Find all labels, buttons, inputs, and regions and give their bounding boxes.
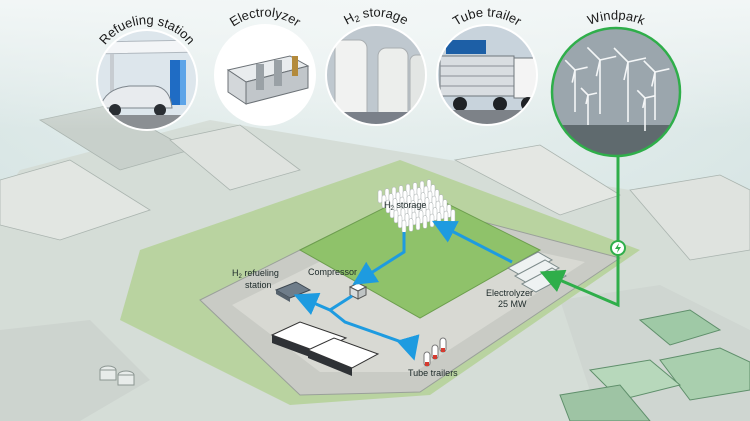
pad-buildings — [270, 321, 380, 376]
turbine-blade — [636, 89, 646, 99]
turbine-blade — [586, 46, 601, 61]
turbine-blade — [642, 97, 646, 109]
label-refueling-line2: station — [245, 280, 272, 290]
compressor-unit — [348, 282, 368, 300]
arrow-compressor-to-trailers — [329, 308, 420, 361]
photo-windpark — [550, 26, 682, 158]
turbine-blade — [587, 92, 598, 96]
turbine-blade — [613, 47, 629, 63]
title-windpark: Windpark — [585, 7, 647, 28]
grass-square — [298, 189, 542, 319]
label-electrolyzer-line1: Electrolyzer — [486, 288, 533, 298]
lightning-icon — [610, 240, 626, 256]
map-labels: H2 storage Compressor H2 refueling stati… — [232, 200, 533, 378]
turbine-blade — [564, 59, 576, 71]
label-tube-trailers: Tube trailers — [408, 368, 458, 378]
label-electrolyzer-line2: 25 MW — [498, 299, 527, 309]
turbine-blade — [599, 55, 617, 61]
turbine-blade — [654, 68, 670, 73]
turbine-blade — [571, 69, 576, 83]
photo-h2-storage — [325, 24, 427, 126]
tube-trailer-units — [423, 337, 447, 367]
turbine-blade — [580, 87, 589, 96]
turbine-blade — [627, 57, 647, 63]
label-refueling-line1: H2 refueling — [232, 268, 279, 280]
storage-tank — [408, 218, 414, 232]
storage-tank — [436, 212, 442, 226]
storage-tank — [397, 214, 403, 229]
storage-tank — [443, 210, 449, 225]
h2-flow-arrows — [293, 220, 513, 361]
turbine-blade — [644, 95, 656, 99]
turbine-blade — [595, 59, 601, 77]
storage-tank — [450, 209, 456, 223]
arrow-electrolyzer-to-storage — [431, 220, 513, 264]
photo-tube-trailer — [436, 24, 538, 126]
h2-storage-tanks — [377, 179, 456, 234]
turbine-blade — [623, 61, 629, 81]
turbine-blade — [643, 60, 656, 73]
turbine-blade — [585, 94, 589, 105]
turbine-blade — [574, 66, 588, 71]
storage-tank — [401, 219, 407, 234]
turbine-blade — [651, 71, 656, 87]
power-flow-line — [539, 155, 620, 308]
storage-tank — [393, 209, 399, 224]
arrow-storage-to-compressor — [352, 232, 406, 285]
storage-tank — [415, 216, 421, 231]
label-compressor: Compressor — [308, 267, 357, 277]
storage-tank — [429, 213, 435, 228]
photo-electrolyzer — [214, 24, 316, 126]
refueling-station-unit — [274, 281, 312, 302]
label-h2-storage: H2 storage — [384, 200, 426, 212]
storage-tank — [422, 215, 428, 229]
storage-tank — [377, 189, 383, 204]
